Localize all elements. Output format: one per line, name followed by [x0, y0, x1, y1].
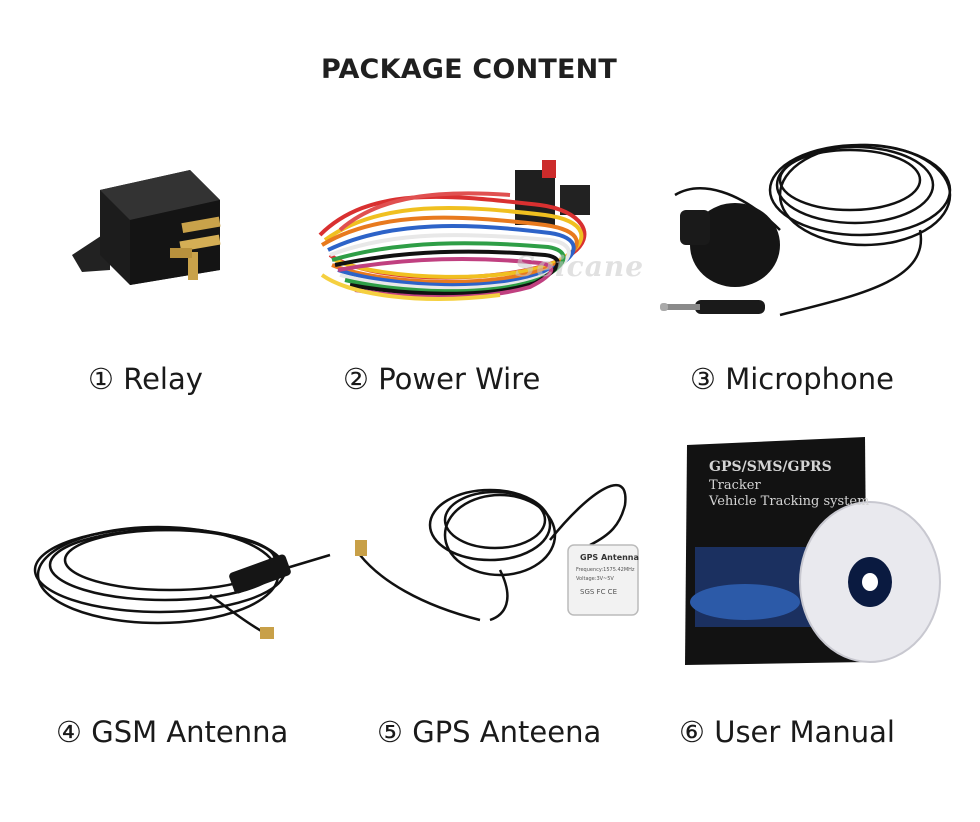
item-label-microphone: ③ Microphone — [690, 362, 895, 396]
item-label-gps-antenna: ⑤ GPS Anteena — [377, 715, 602, 749]
microphone-image — [660, 120, 960, 340]
user-manual-image — [685, 437, 945, 667]
watermark-text: Seicane — [515, 250, 645, 283]
item-label-user-manual: ⑥ User Manual — [679, 715, 895, 749]
gps-antenna-image: GPS Antenna Frequency:1575.42MHz Voltage… — [350, 470, 650, 630]
relay-image — [70, 160, 250, 290]
item-label-relay: ① Relay — [88, 362, 203, 396]
manual-subtitle: Tracker — [709, 478, 761, 493]
manual-description: Vehicle Tracking system — [709, 494, 870, 509]
gps-module-title: GPS Antenna — [580, 553, 639, 562]
gsm-antenna-image — [30, 515, 340, 645]
item-label-power-wire: ② Power Wire — [343, 362, 541, 396]
gps-module-spec-frequency: Frequency:1575.42MHz — [576, 567, 635, 573]
power-wire-image — [310, 145, 610, 315]
page-title: PACKAGE CONTENT — [320, 54, 618, 85]
gps-module-spec-voltage: Voltage:3V~5V — [576, 576, 614, 582]
gps-module-marks: SGS FC CE — [580, 588, 617, 596]
manual-title: GPS/SMS/GPRS — [709, 459, 832, 475]
item-label-gsm-antenna: ④ GSM Antenna — [56, 715, 289, 749]
